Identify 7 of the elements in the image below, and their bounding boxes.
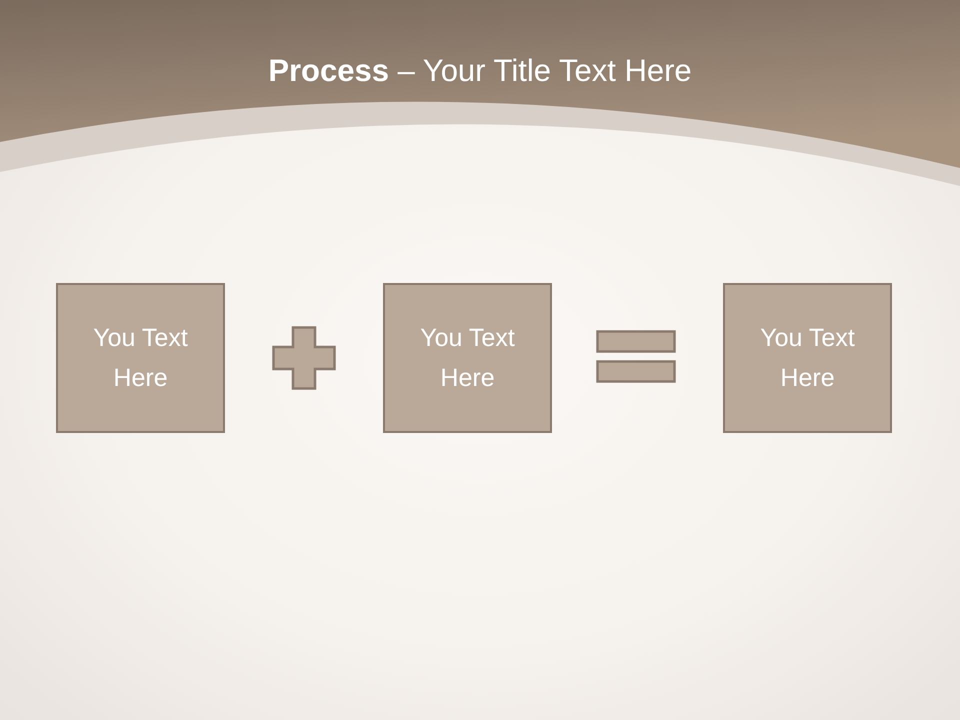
text-box [383, 283, 552, 433]
text-box [723, 283, 892, 433]
slide-title: Process – Your Title Text Here [268, 52, 692, 90]
box-text: You Text Here [92, 323, 189, 394]
box-text: You Text Here [419, 323, 516, 394]
box-text: You Text Here [759, 323, 856, 394]
text-box [56, 283, 225, 433]
